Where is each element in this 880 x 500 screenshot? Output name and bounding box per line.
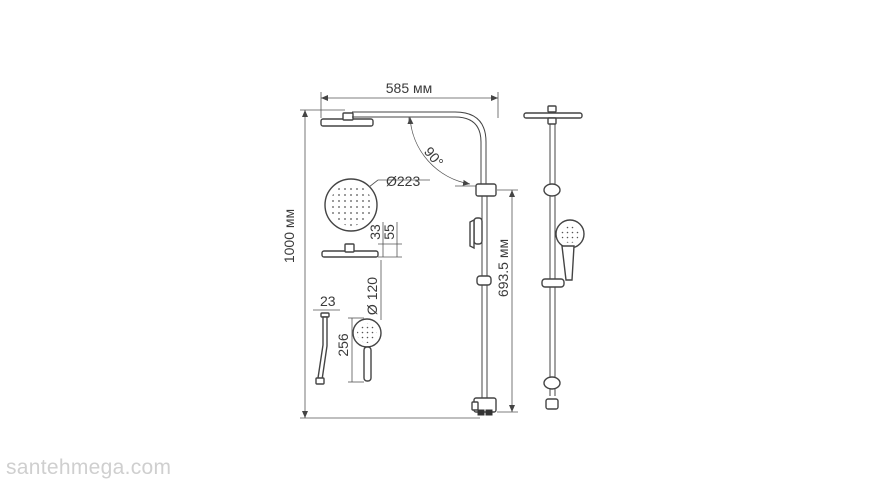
hose-detail: 23 — [313, 293, 340, 385]
overhead-shower-top-view: Ø223 — [324, 173, 430, 232]
hand-shower-detail: Ø 120 256 — [335, 260, 382, 383]
thickness-55-label: 55 — [381, 224, 397, 240]
width-dimension: 585 мм — [320, 80, 499, 118]
watermark-text: santehmega.com — [6, 456, 172, 479]
thickness-33-label: 33 — [367, 224, 383, 240]
hose-width-label: 23 — [320, 293, 336, 309]
bar-height-dimension: 693.5 мм — [495, 189, 518, 413]
width-label: 585 мм — [386, 80, 433, 96]
front-view-rig: 90° — [320, 111, 497, 416]
side-view-rig — [523, 105, 585, 410]
hand-diameter-label: Ø 120 — [364, 277, 380, 315]
overhead-shower-side-view: 33 55 — [321, 222, 402, 258]
hand-length-label: 256 — [335, 333, 351, 357]
total-height-dimension: 1000 мм — [281, 109, 480, 419]
bar-height-label: 693.5 мм — [495, 239, 511, 297]
angle-label: 90° — [421, 144, 447, 171]
head-diameter-label: Ø223 — [386, 173, 420, 189]
total-height-label: 1000 мм — [281, 209, 297, 263]
